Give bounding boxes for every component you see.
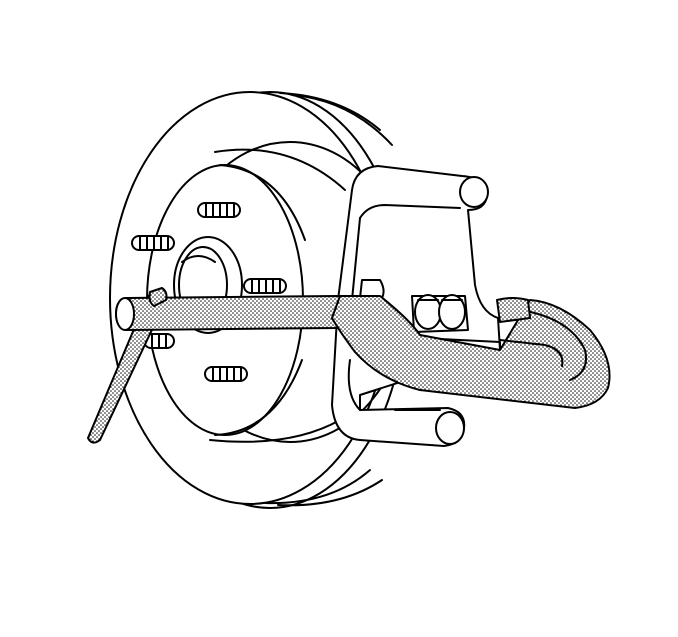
caliper-piston: [414, 294, 466, 330]
wheel-stud-top: [197, 202, 241, 218]
brake-caliper: [331, 165, 501, 447]
tool-handle: [87, 294, 167, 444]
wheel-studs: [131, 202, 287, 382]
caliper-compressor-tool: [87, 287, 611, 444]
wheel-stud-right: [243, 278, 287, 294]
wheel-stud-bottom: [204, 366, 248, 382]
wheel-stud-left: [131, 235, 175, 251]
